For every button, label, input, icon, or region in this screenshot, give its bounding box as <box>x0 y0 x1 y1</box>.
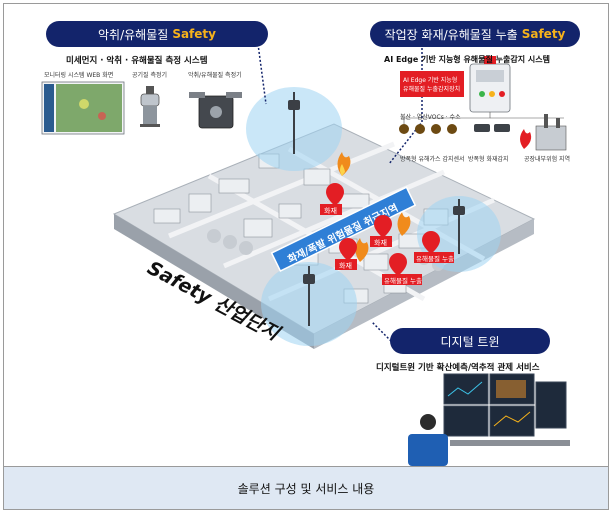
hazmat-leak-marker <box>382 253 422 285</box>
fire-marker <box>370 215 392 247</box>
edge-device-label-line-2: 유해물질 누출감지장치 <box>403 86 461 93</box>
diagram-illustration: 화재/폭발 위험물질 취급지역 화재 화재 화재 유해물질 누출 유해물질 누출… <box>41 43 570 466</box>
fire-marker-label: 화재 <box>374 239 387 247</box>
fire-marker-label: 화재 <box>324 207 337 215</box>
flame-hazard-icon <box>520 129 532 149</box>
fire-icon <box>337 152 351 176</box>
hazmat-leak-marker-label: 유해물질 누출 <box>416 254 454 263</box>
fire-detectors <box>474 124 510 132</box>
digital-twin-title: 디지털 트윈 <box>390 328 550 354</box>
digital-twin-subtitle: 디지털트윈 기반 확산예측/역추적 관제 서비스 <box>376 363 540 373</box>
workplace-safety-title-text: 작업장 화재/유해물질 누출 <box>384 27 518 42</box>
edge-device-label-box <box>400 71 464 97</box>
odor-safety-accent: Safety <box>172 27 216 41</box>
monitoring-web-screen <box>41 81 125 135</box>
device-label-air: 공기질 측정기 <box>132 72 168 79</box>
figure-caption: 솔루션 구성 및 서비스 내용 <box>4 466 608 509</box>
odor-system-subtitle: 미세먼지 · 악취 · 유해물질 측정 시스템 <box>66 56 208 66</box>
sensor-label-factory: 공장내부위험 지역 <box>524 156 571 163</box>
operator-desk <box>408 414 570 466</box>
fire-marker <box>320 183 344 215</box>
workplace-safety-accent: Safety <box>521 27 566 41</box>
sensor-network-lines <box>403 112 564 124</box>
device-label-web: 모니터링 시스템 WEB 화면 <box>44 72 114 79</box>
road <box>168 141 395 239</box>
fire-marker-label: 화재 <box>339 262 352 270</box>
workplace-system-subtitle: AI Edge 기반 지능형 유해물질 누출감지 시스템 <box>384 55 550 64</box>
gas-types-label: 불산 · 염산VOCs · 수소 <box>400 114 461 121</box>
workplace-safety-title: 작업장 화재/유해물질 누출 Safety <box>370 21 580 47</box>
fire-icon <box>397 212 411 236</box>
figure-frame <box>3 3 609 510</box>
odor-hazmat-meter <box>189 92 242 129</box>
factory-interior-icon <box>535 114 567 151</box>
control-room-monitors <box>443 373 567 437</box>
hazmat-leak-marker <box>414 231 454 263</box>
odor-safety-title-text: 악취/유해물질 <box>98 27 169 42</box>
odor-safety-title: 악취/유해물질 Safety <box>46 21 268 47</box>
gas-sensors <box>399 124 457 134</box>
air-quality-meter <box>140 86 160 127</box>
hazmat-leak-marker-label: 유해물질 누출 <box>384 276 422 285</box>
sensor-label-fire: 방폭형 화재감지 <box>468 156 509 163</box>
edge-device-label-line-1: AI Edge 기반 지능형 <box>403 77 458 84</box>
fire-icon <box>355 238 369 262</box>
device-label-odor: 악취/유해물질 측정기 <box>188 72 242 79</box>
sensor-heads <box>288 100 465 284</box>
fire-marker <box>335 238 357 270</box>
solution-diagram: 화재/폭발 위험물질 취급지역 화재 화재 화재 유해물질 누출 유해물질 누출… <box>4 4 608 466</box>
sensor-label-gas: 방폭형 유해가스 감지센서 <box>400 156 465 163</box>
